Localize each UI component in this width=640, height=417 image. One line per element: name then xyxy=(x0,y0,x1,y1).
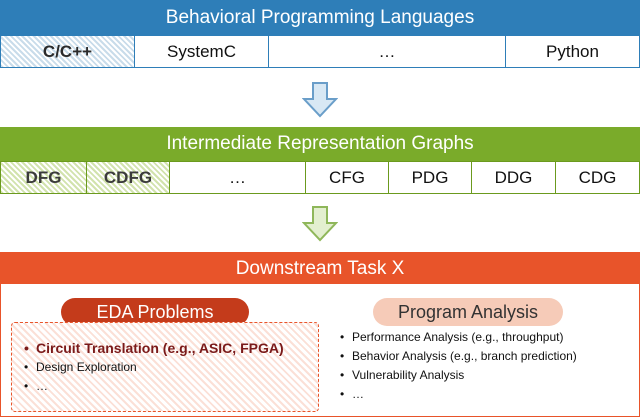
lang-systemc: SystemC xyxy=(134,35,269,68)
lang-python: Python xyxy=(505,35,640,68)
downstream-task-header: Downstream Task X xyxy=(0,252,640,285)
ir-cfg: CFG xyxy=(305,161,389,194)
ir-dfg: DFG xyxy=(0,161,87,194)
ir-pdg: PDG xyxy=(388,161,472,194)
list-item: Design Exploration xyxy=(22,358,284,377)
list-item: … xyxy=(338,385,577,404)
languages-header: Behavioral Programming Languages xyxy=(0,0,640,35)
program-analysis-list: Performance Analysis (e.g., throughput) … xyxy=(338,328,577,404)
down-arrow-icon xyxy=(302,82,338,118)
ir-graphs-header: Intermediate Representation Graphs xyxy=(0,127,640,161)
ir-ellipsis: … xyxy=(169,161,306,194)
eda-problems-title: EDA Problems xyxy=(61,298,249,326)
ir-cdg: CDG xyxy=(555,161,640,194)
lang-c-cpp: C/C++ xyxy=(0,35,135,68)
list-item: Performance Analysis (e.g., throughput) xyxy=(338,328,577,347)
list-item: Circuit Translation (e.g., ASIC, FPGA) xyxy=(22,339,284,358)
program-analysis-title: Program Analysis xyxy=(373,298,563,326)
list-item: Behavior Analysis (e.g., branch predicti… xyxy=(338,347,577,366)
eda-problems-list: Circuit Translation (e.g., ASIC, FPGA) D… xyxy=(22,339,284,396)
list-item: Vulnerability Analysis xyxy=(338,366,577,385)
lang-ellipsis: … xyxy=(268,35,506,68)
ir-ddg: DDG xyxy=(471,161,556,194)
list-item: … xyxy=(22,377,284,396)
ir-cdfg: CDFG xyxy=(86,161,170,194)
down-arrow-icon xyxy=(302,206,338,242)
